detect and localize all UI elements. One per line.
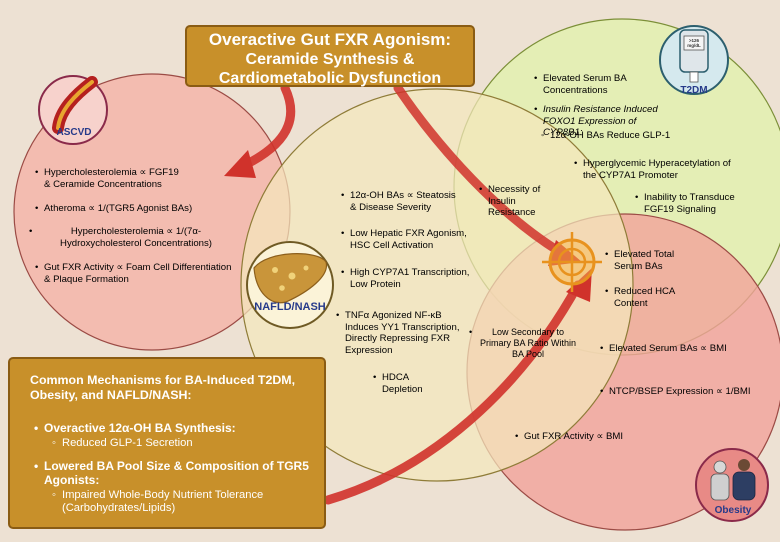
artery-plaque-icon <box>38 75 108 145</box>
overlap-nafld-obesity: Low Secondary to Primary BA Ratio Within… <box>469 327 578 360</box>
mechanism-1: Overactive 12α-OH BA Synthesis: <box>34 421 236 435</box>
nafld-item-2: Low Hepatic FXR Agonism, HSC Cell Activa… <box>341 228 475 251</box>
obesity-item-3: Gut FXR Activity ∝ BMI <box>515 431 674 443</box>
ascvd-item-3: Hypercholesterolemia ∝ 1/(7α-Hydroxychol… <box>29 226 234 249</box>
obesity-item-1: Elevated Serum BAs ∝ BMI <box>600 343 759 355</box>
obesity-label: Obesity <box>714 505 752 516</box>
meter-text: >126 mg/dL <box>687 38 701 48</box>
overlap-nafld-t2dm: Necessity of Insulin Resistance <box>479 184 558 219</box>
fatty-liver-icon <box>246 241 334 329</box>
ascvd-arrow <box>240 83 296 170</box>
title-line-3: Cardiometabolic Dysfunction <box>218 70 442 87</box>
nafld-item-5: HDCA Depletion <box>373 372 424 395</box>
overlap-t2dm-obesity-1: Elevated Total Serum BAs <box>605 249 704 272</box>
t2dm-label: T2DM <box>680 85 708 96</box>
nafld-item-4: TNFα Agonized NF-κB Induces YY1 Transcri… <box>336 310 473 356</box>
title-line-2: Ceramide Synthesis & <box>245 51 415 68</box>
mechanism-1-sub: Reduced GLP-1 Secretion <box>52 437 193 450</box>
t2dm-sub-item: 12α-OH BAs Reduce GLP-1 <box>541 130 680 142</box>
ascvd-item-4: Gut FXR Activity ∝ Foam Cell Differentia… <box>35 262 238 285</box>
glucose-meter-icon <box>659 25 729 95</box>
ascvd-arrow-head <box>224 150 256 178</box>
title-box: Overactive Gut FXR Agonism: Ceramide Syn… <box>185 25 475 87</box>
ascvd-item-1: Hypercholesterolemia ∝ FGF19 & Ceramide … <box>35 167 184 190</box>
ascvd-item-2: Atheroma ∝ 1/(TGR5 Agonist BAs) <box>35 203 244 215</box>
mechanism-2: Lowered BA Pool Size & Composition of TG… <box>34 459 314 487</box>
title-line-1: Overactive Gut FXR Agonism: <box>208 30 452 49</box>
target-arrow <box>393 83 565 257</box>
nafld-label: NAFLD/NASH <box>254 301 326 313</box>
people-icon <box>695 448 769 522</box>
obesity-item-2: NTCP/BSEP Expression ∝ 1/BMI <box>600 386 774 398</box>
mechanism-arrow <box>323 280 583 505</box>
t2dm-item-3: Hyperglycemic Hyperacetylation of the CY… <box>574 158 733 181</box>
mechanisms-title: Common Mechanisms for BA-Induced T2DM, O… <box>30 373 296 402</box>
overlap-t2dm-obesity-2: Reduced HCA Content <box>605 286 704 309</box>
t2dm-item-1: Elevated Serum BA Concentrations <box>534 73 643 96</box>
mechanism-2-sub: Impaired Whole-Body Nutrient Tolerance (… <box>52 489 312 515</box>
t2dm-item-4: Inability to Transduce FGF19 Signaling <box>635 192 759 215</box>
common-mechanisms-box: Common Mechanisms for BA-Induced T2DM, O… <box>8 357 326 529</box>
nafld-item-1: 12α-OH BAs ∝ Steatosis & Disease Severit… <box>341 190 460 213</box>
ascvd-label: ASCVD <box>56 127 92 138</box>
nafld-item-3: High CYP7A1 Transcription, Low Protein <box>341 267 470 290</box>
crosshair-target-icon <box>542 232 602 292</box>
